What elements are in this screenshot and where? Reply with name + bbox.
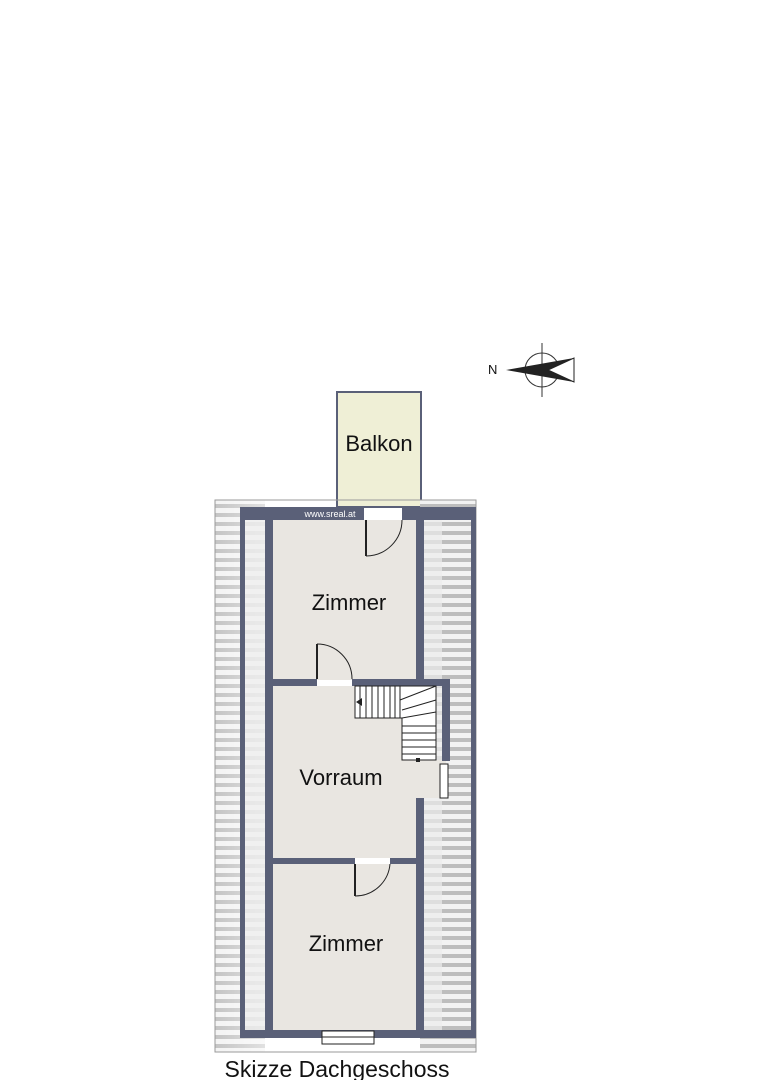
window-bottom bbox=[321, 1030, 375, 1045]
room-label-vorraum: Vorraum bbox=[299, 765, 382, 790]
balcony-label: Balkon bbox=[345, 431, 412, 456]
door-zimmer-bottom bbox=[354, 863, 391, 897]
compass-rose-icon bbox=[506, 343, 575, 397]
balcony: Balkon bbox=[336, 391, 422, 508]
door-zimmer-top bbox=[316, 643, 353, 680]
balcony-door bbox=[365, 519, 403, 557]
window-vorraum bbox=[439, 763, 449, 799]
plan-caption: Skizze Dachgeschoss bbox=[225, 1056, 450, 1080]
room-label-zimmer-top: Zimmer bbox=[312, 590, 387, 615]
staircase bbox=[354, 685, 437, 762]
compass: N bbox=[488, 343, 575, 397]
watermark: www.sreal.at bbox=[303, 509, 356, 519]
room-label-zimmer-bottom: Zimmer bbox=[309, 931, 384, 956]
north-label: N bbox=[488, 362, 497, 377]
